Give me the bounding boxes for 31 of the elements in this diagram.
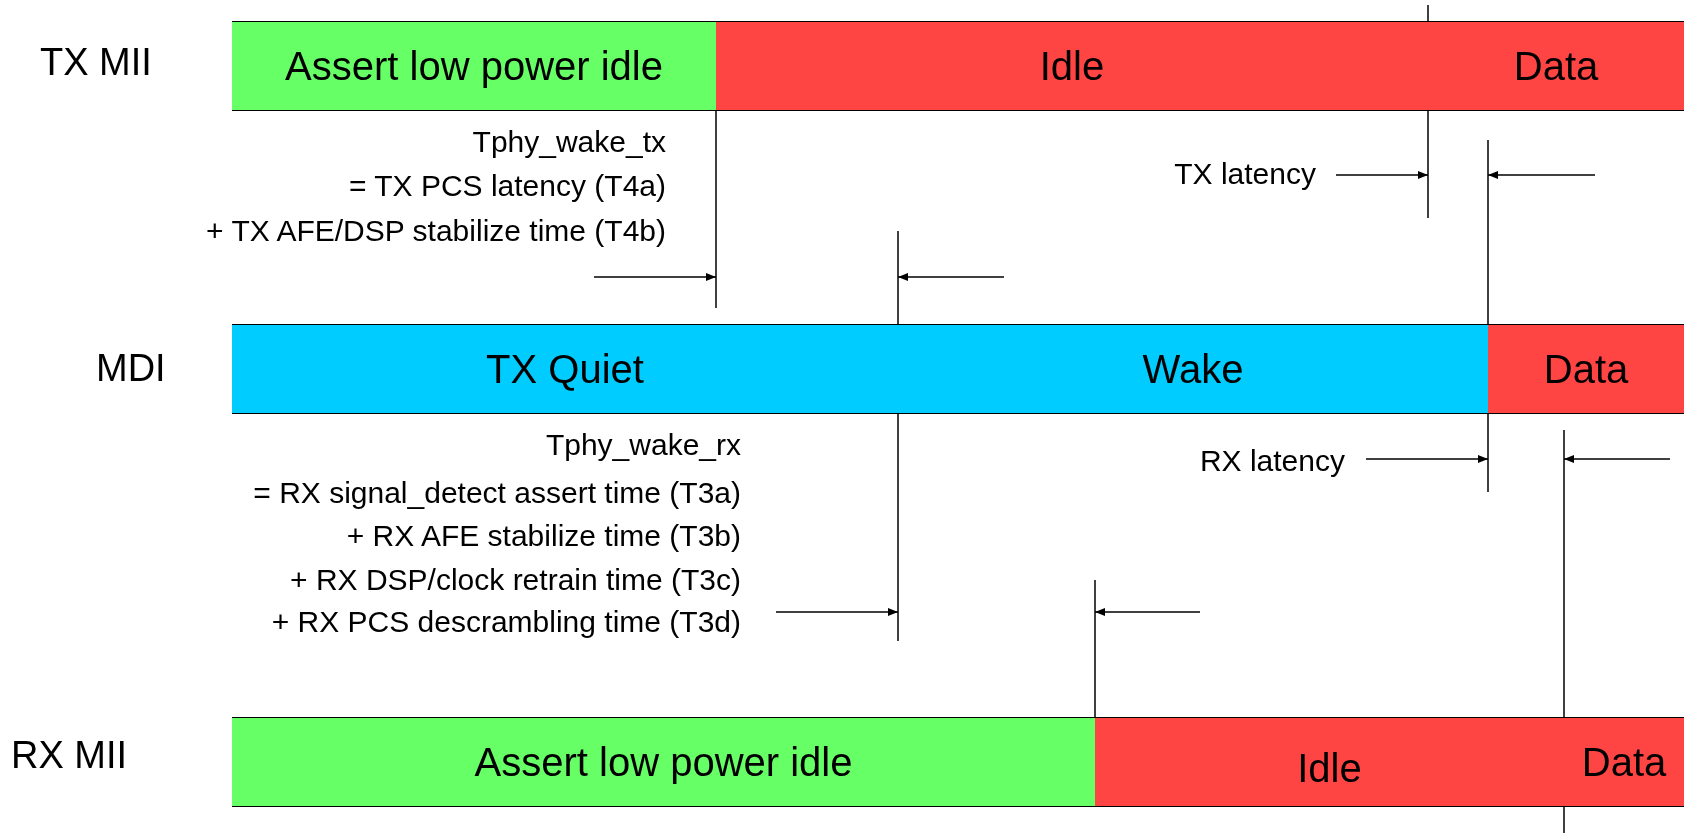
formula-line: = RX signal_detect assert time (T3a) — [253, 477, 741, 508]
state-segment — [1488, 324, 1684, 414]
state-segment — [1428, 21, 1684, 111]
formula-line: + RX PCS descrambling time (T3d) — [271, 606, 741, 637]
formula-line: Tphy_wake_tx — [472, 126, 666, 157]
state-segment — [232, 324, 898, 414]
state-label: Idle — [1039, 43, 1105, 89]
latency-label: RX latency — [1199, 445, 1345, 476]
state-label: Assert low power idle — [474, 739, 853, 785]
state-label: Assert low power idle — [285, 43, 663, 89]
state-segment — [898, 324, 1488, 414]
signal-name: RX MII — [11, 736, 128, 775]
state-label: Data — [1581, 739, 1667, 785]
state-label: Wake — [1142, 346, 1244, 392]
formula-line: + RX AFE stabilize time (T3b) — [346, 520, 741, 551]
state-segment — [1564, 717, 1684, 807]
state-label: Data — [1543, 346, 1629, 392]
state-segment — [1095, 717, 1564, 807]
state-segment — [716, 21, 1428, 111]
formula-line: + TX AFE/DSP stabilize time (T4b) — [206, 215, 666, 246]
signal-name: TX MII — [40, 43, 152, 82]
formula-line: = TX PCS latency (T4a) — [348, 170, 666, 201]
state-segment — [232, 717, 1095, 807]
signal-name: MDI — [96, 349, 166, 388]
state-label: Idle — [1297, 745, 1362, 791]
latency-label: TX latency — [1174, 158, 1316, 189]
formula-line: Tphy_wake_rx — [545, 429, 741, 460]
state-label: Data — [1513, 43, 1599, 89]
state-segment — [232, 21, 716, 111]
state-label: TX Quiet — [486, 346, 644, 392]
formula-line: + RX DSP/clock retrain time (T3c) — [290, 564, 741, 595]
